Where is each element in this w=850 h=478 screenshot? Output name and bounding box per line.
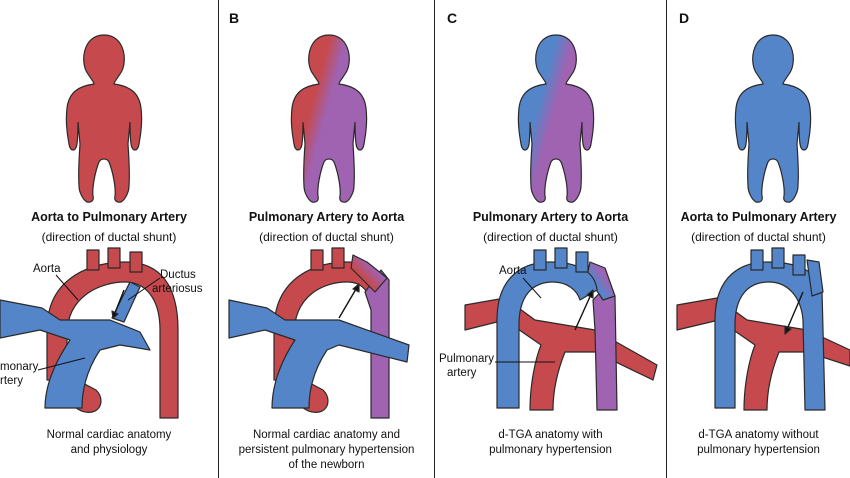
heart-vessels-pphn (228, 247, 410, 419)
shunt-direction-title: Pulmonary Artery to Aorta (472, 210, 629, 224)
panel-c-art (464, 34, 658, 411)
panel-divider (666, 0, 667, 478)
infant-figure (65, 34, 143, 203)
panel-caption: d-TGA anatomy without pulmonary hyperten… (667, 428, 850, 458)
caption-line: and physiology (70, 444, 148, 456)
label-pulmonary-artery-2: artery (447, 367, 477, 379)
caption-line: persistent pulmonary hypertension (238, 444, 415, 456)
panel-divider (434, 0, 435, 478)
heart-vessels-normal (0, 247, 179, 419)
shunt-direction-subtitle: (direction of ductal shunt) (691, 230, 826, 244)
panel-caption: d-TGA anatomy with pulmonary hypertensio… (435, 428, 666, 458)
panel-c: C Pulmonary Artery to Aorta (direction o… (435, 0, 666, 478)
infant-figure (517, 34, 595, 203)
panel-caption: Normal cardiac anatomy and persistent pu… (219, 428, 434, 473)
panel-divider (218, 0, 219, 478)
shunt-direction-title: Pulmonary Artery to Aorta (248, 210, 405, 224)
infant-figure (290, 34, 368, 203)
shunt-direction-subtitle: (direction of ductal shunt) (259, 230, 394, 244)
panel-label: D (679, 10, 690, 26)
panel-label: B (229, 10, 240, 26)
label-pulmonary-artery-1: monary (0, 361, 39, 373)
shunt-direction-subtitle: (direction of ductal shunt) (483, 230, 618, 244)
caption-line: Normal cardiac anatomy (46, 429, 172, 441)
label-aorta: Aorta (499, 265, 527, 277)
heart-vessels-dtga (676, 247, 850, 411)
caption-line: of the newborn (288, 459, 365, 471)
caption-line: d-TGA anatomy without (698, 429, 819, 441)
label-ductus-arteriosus-1: Ductus (160, 269, 196, 281)
panel-caption: Normal cardiac anatomy and physiology (0, 428, 218, 458)
panel-label: C (447, 10, 458, 26)
panel-a: Aorta to Pulmonary Artery (direction of … (0, 0, 218, 478)
caption-line: d-TGA anatomy with (498, 429, 603, 441)
panel-d-art (676, 34, 850, 411)
shunt-direction-subtitle: (direction of ductal shunt) (41, 230, 177, 244)
caption-line: pulmonary hypertension (697, 444, 820, 456)
heart-vessels-dtga-ph (464, 247, 658, 411)
caption-line: Normal cardiac anatomy and (252, 429, 400, 441)
caption-line: pulmonary hypertension (489, 444, 612, 456)
panel-b-art (228, 34, 410, 419)
shunt-direction-title: Aorta to Pulmonary Artery (680, 210, 837, 224)
label-ductus-arteriosus-2: arteriosus (152, 283, 203, 295)
panel-a-art (0, 34, 179, 419)
label-pulmonary-artery-2: rtery (0, 375, 23, 387)
panel-b: B Pulmonary Artery to Aorta (direction o… (219, 0, 434, 478)
label-aorta: Aorta (33, 263, 61, 275)
panel-d: D Aorta to Pulmonary Artery (direction o… (667, 0, 850, 478)
label-pulmonary-artery-1: Pulmonary (439, 353, 494, 365)
shunt-direction-title: Aorta to Pulmonary Artery (31, 210, 187, 224)
infant-figure (734, 34, 812, 203)
